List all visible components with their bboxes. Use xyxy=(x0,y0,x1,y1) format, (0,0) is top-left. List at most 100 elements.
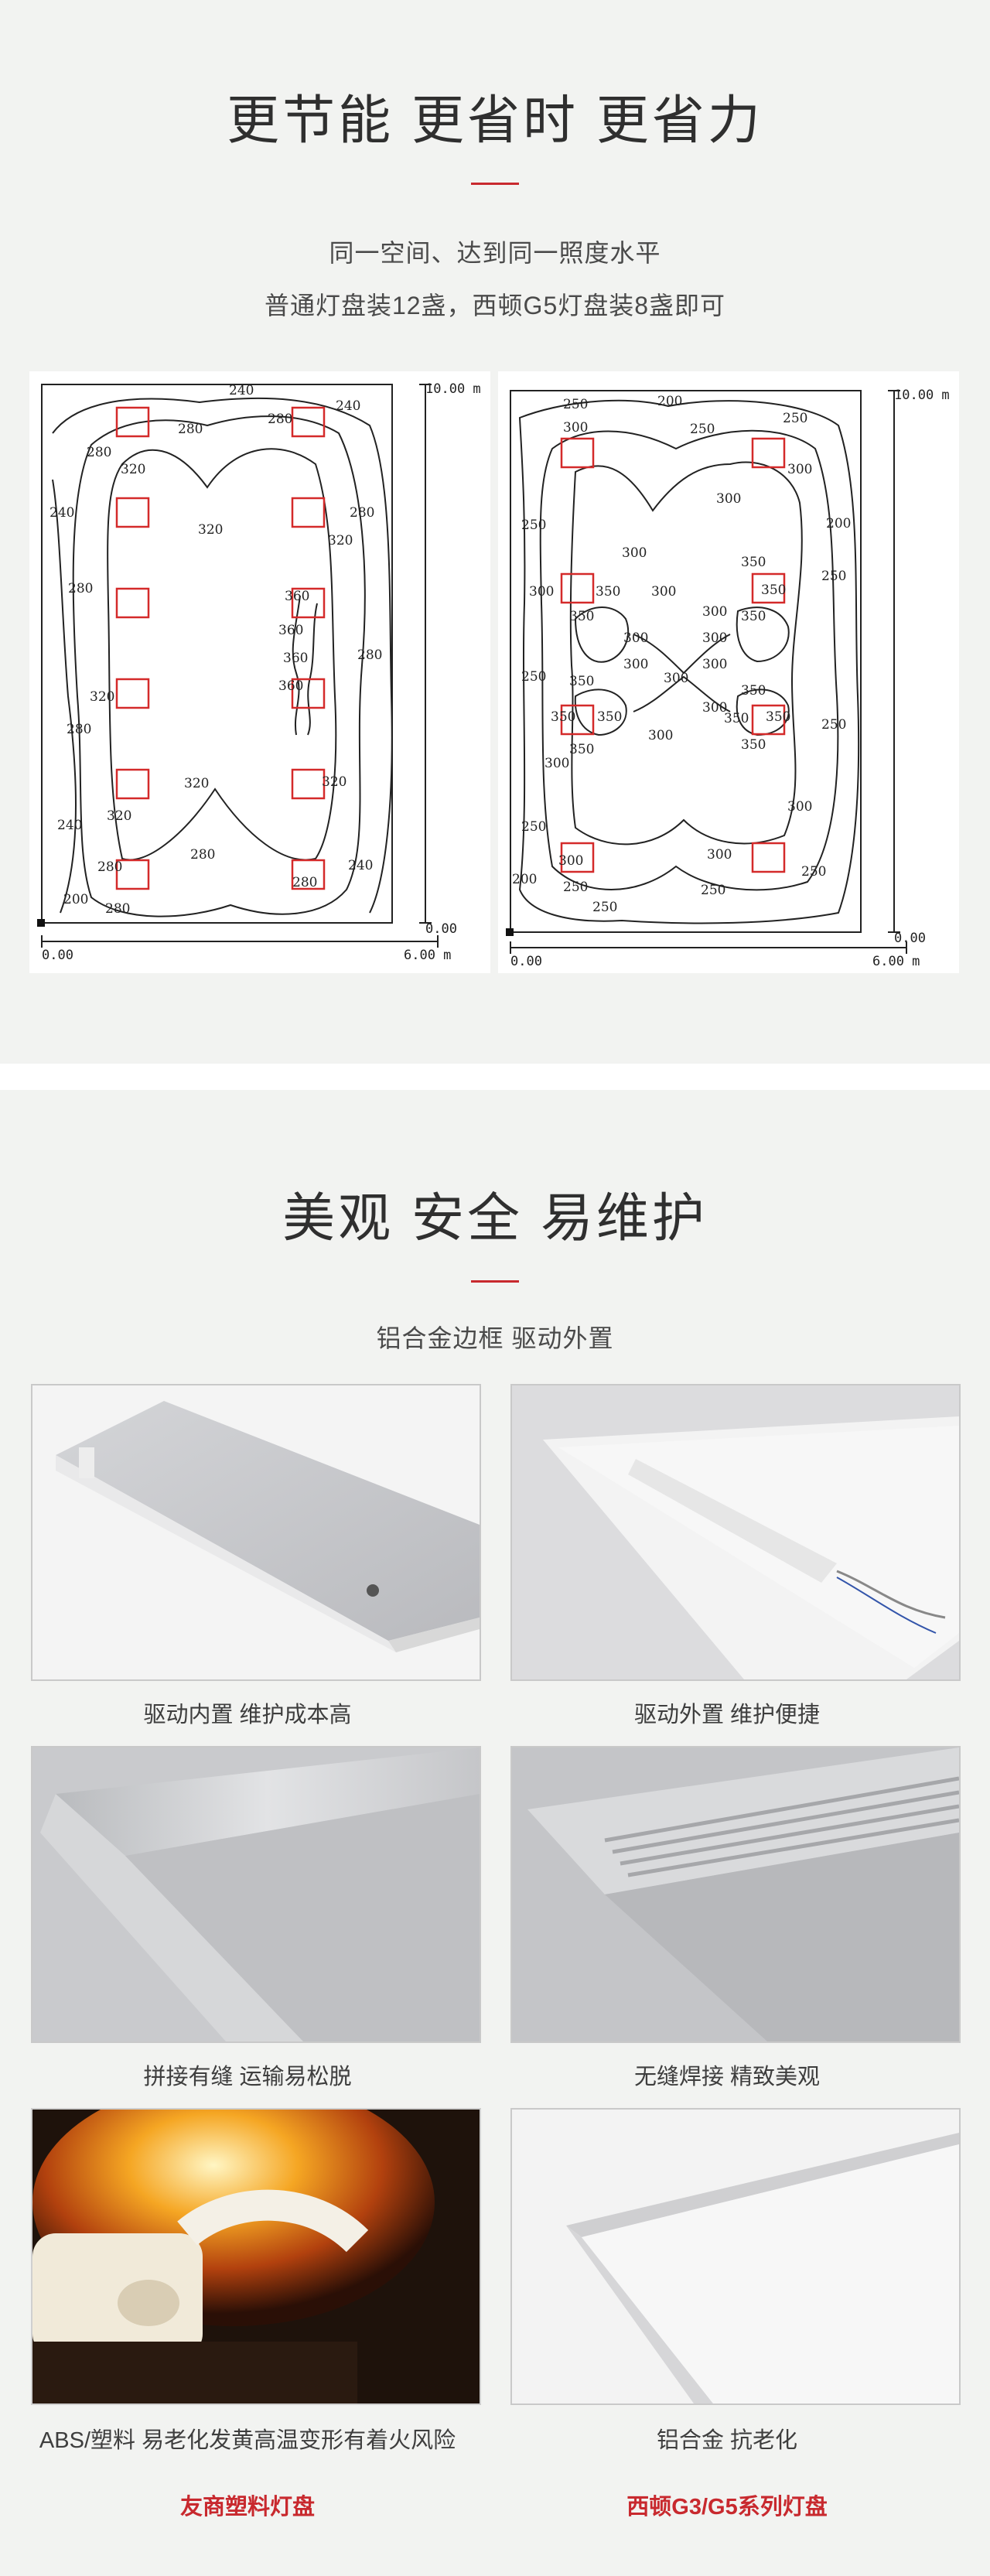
contour-label: 280 xyxy=(87,445,111,460)
contour-label: 320 xyxy=(121,462,145,477)
contour-label: 300 xyxy=(702,630,727,646)
title-divider xyxy=(471,1280,519,1283)
contour-label: 300 xyxy=(529,584,554,600)
contour-label: 300 xyxy=(787,462,812,477)
contour-label: 200 xyxy=(512,872,537,887)
section-title: 更节能 更省时 更省力 xyxy=(227,91,763,150)
contour-label: 300 xyxy=(787,799,812,815)
section-gap xyxy=(0,1064,990,1090)
contour-label: 320 xyxy=(107,808,131,824)
contour-label: 250 xyxy=(821,569,846,584)
contour-label: 350 xyxy=(569,674,594,689)
contour-label: 300 xyxy=(623,657,648,672)
contour-label: 300 xyxy=(622,545,647,561)
contour-label: 240 xyxy=(229,383,254,398)
contour-label: 300 xyxy=(702,657,727,672)
section-title: 美观 安全 易维护 xyxy=(282,1189,708,1248)
contour-label: 240 xyxy=(336,398,360,414)
y-max-label: 10.00 m xyxy=(425,381,481,397)
contour-label: 250 xyxy=(521,669,546,685)
contour-label: 250 xyxy=(563,880,588,895)
contour-label: 240 xyxy=(50,505,74,521)
section-subtitle-line1: 同一空间、达到同一照度水平 xyxy=(329,239,661,267)
contour-label: 300 xyxy=(707,847,732,863)
contour-label: 350 xyxy=(569,609,594,624)
contour-label: 300 xyxy=(648,728,673,743)
contour-label: 360 xyxy=(283,651,308,666)
contour-label: 200 xyxy=(657,394,682,409)
contour-label: 350 xyxy=(724,711,749,726)
x-min-label: 0.00 xyxy=(42,948,73,963)
contour-label: 350 xyxy=(597,709,622,725)
contour-label: 280 xyxy=(292,875,317,890)
y-max-label: 10.00 m xyxy=(894,388,950,403)
contour-label: 320 xyxy=(90,689,114,705)
y-min-label: 0.00 xyxy=(894,931,926,946)
illuminance-plot-seton-g5: 250 200 250 300 250 300 200 250 300 300 … xyxy=(498,371,959,973)
photo-caption: 驱动外置 维护便捷 xyxy=(633,1703,821,1727)
contour-label: 350 xyxy=(761,583,786,598)
contour-label: 320 xyxy=(322,774,346,790)
photo-driver-internal xyxy=(31,1384,481,1681)
x-max-label: 6.00 m xyxy=(872,954,920,969)
contour-label: 320 xyxy=(198,522,223,538)
contour-label: 300 xyxy=(702,700,727,716)
photo-caption: ABS/塑料 易老化发黄高温变形有着火风险 xyxy=(39,2428,456,2453)
photo-caption: 驱动内置 维护成本高 xyxy=(143,1703,352,1727)
contour-label: 300 xyxy=(558,853,583,869)
isoline-diagram-right: 250 200 250 300 250 300 200 250 300 300 … xyxy=(506,388,950,969)
contour-label: 280 xyxy=(268,412,292,427)
contour-label: 200 xyxy=(826,516,851,531)
contour-label: 300 xyxy=(716,491,741,507)
contour-label: 350 xyxy=(551,709,575,725)
contour-label: 360 xyxy=(278,678,303,694)
contour-label: 280 xyxy=(67,722,91,737)
contour-label: 280 xyxy=(68,581,93,596)
contour-label: 300 xyxy=(664,671,688,686)
contour-label: 300 xyxy=(651,584,676,600)
illuminance-plot-conventional: 240 280 240 280 320 280 240 320 320 280 … xyxy=(29,371,490,973)
contour-label: 280 xyxy=(105,901,130,917)
contour-label: 250 xyxy=(690,422,715,437)
contour-label: 250 xyxy=(521,819,546,835)
photo-caption: 拼接有缝 运输易松脱 xyxy=(143,2065,352,2089)
photo-plastic-fire xyxy=(31,2108,481,2405)
contour-label: 350 xyxy=(741,609,766,624)
contour-label: 250 xyxy=(783,411,807,426)
contour-label: 360 xyxy=(285,589,309,604)
photo-aluminum-frame xyxy=(510,2108,961,2405)
title-divider xyxy=(471,183,519,185)
contour-label: 250 xyxy=(592,900,617,915)
contour-label: 240 xyxy=(57,818,82,833)
contour-label: 350 xyxy=(741,555,766,570)
contour-label: 300 xyxy=(702,604,727,620)
contour-label: 250 xyxy=(801,864,826,880)
section-subtitle: 铝合金边框 驱动外置 xyxy=(376,1324,614,1352)
contour-label: 240 xyxy=(348,858,373,873)
photo-caption: 铝合金 抗老化 xyxy=(656,2428,798,2453)
photo-caption: 无缝焊接 精致美观 xyxy=(633,2065,821,2089)
contour-label: 320 xyxy=(184,776,209,791)
x-max-label: 6.00 m xyxy=(404,948,451,963)
contour-label: 350 xyxy=(569,742,594,757)
x-min-label: 0.00 xyxy=(510,954,542,969)
contour-label: 250 xyxy=(821,717,846,733)
contour-label: 280 xyxy=(357,647,382,663)
y-min-label: 0.00 xyxy=(425,921,457,937)
photo-driver-external xyxy=(510,1384,961,1681)
contour-label: 350 xyxy=(741,683,766,699)
contour-label: 350 xyxy=(741,737,766,753)
contour-label: 200 xyxy=(63,892,88,907)
energy-section: 更节能 更省时 更省力 同一空间、达到同一照度水平 普通灯盘装12盏，西顿G5灯… xyxy=(0,0,990,1064)
contour-label: 300 xyxy=(544,756,569,771)
competitor-brand-label: 友商塑料灯盘 xyxy=(179,2495,315,2520)
contour-label: 250 xyxy=(563,397,588,412)
contour-label: 280 xyxy=(350,505,374,521)
contour-label: 320 xyxy=(328,533,353,548)
photo-seam-joint xyxy=(31,1746,481,2043)
contour-label: 360 xyxy=(278,623,303,638)
photo-seamless-weld xyxy=(510,1746,961,2043)
isoline-diagram-left: 240 280 240 280 320 280 240 320 320 280 … xyxy=(37,381,481,963)
contour-label: 280 xyxy=(190,847,215,863)
contour-label: 250 xyxy=(701,883,725,898)
